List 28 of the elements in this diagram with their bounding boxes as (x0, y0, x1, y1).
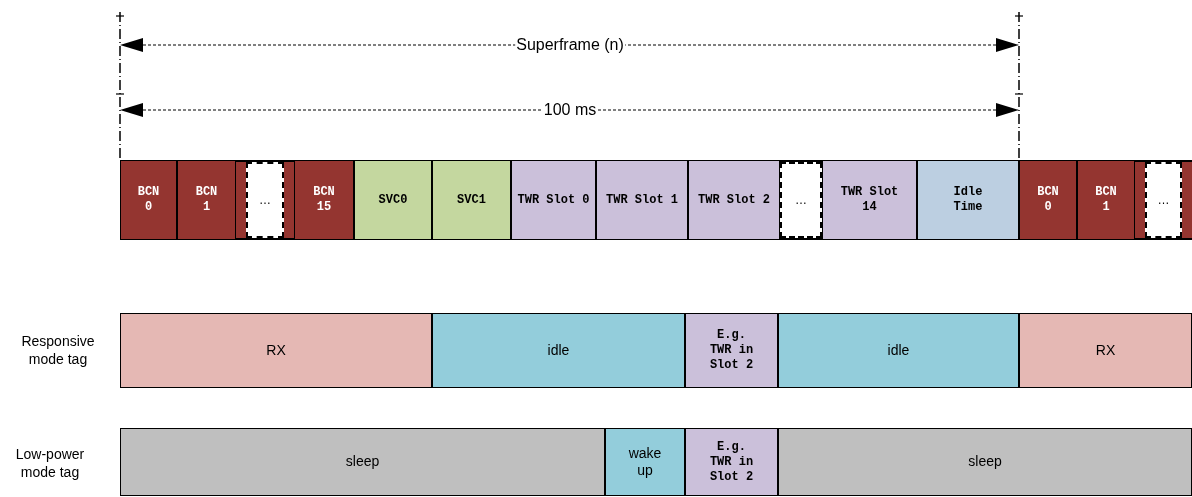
row-label: Responsive mode tag (20, 333, 96, 368)
twr-slot: E.g. TWR in Slot 2 (685, 428, 778, 496)
row-label: Low-power mode tag (14, 446, 86, 481)
twr-slot: TWR Slot 1 (596, 160, 688, 240)
beacon-slot: BCN 1 (1077, 160, 1135, 240)
twr-slot: TWR Slot 0 (511, 160, 596, 240)
rx-period: RX (1019, 313, 1192, 388)
service-slot: SVC0 (354, 160, 432, 240)
idle-period: idle (432, 313, 685, 388)
service-slot: SVC1 (432, 160, 511, 240)
ellipsis-slot: … (780, 162, 822, 238)
rx-period: RX (120, 313, 432, 388)
twr-slot: TWR Slot 14 (822, 160, 917, 240)
idle-time-slot: Idle Time (917, 160, 1019, 240)
beacon-slot: BCN 1 (177, 160, 236, 240)
ellipsis-slot: … (246, 162, 284, 238)
ellipsis-slot: … (1145, 162, 1182, 238)
twr-slot: E.g. TWR in Slot 2 (685, 313, 778, 388)
beacon-slot: BCN 15 (294, 160, 354, 240)
dimension-label: Superframe (n) (515, 37, 625, 53)
wake-up-period: wake up (605, 428, 685, 496)
sleep-period: sleep (778, 428, 1192, 496)
idle-period: idle (778, 313, 1019, 388)
beacon-slot: BCN 0 (1019, 160, 1077, 240)
twr-slot: TWR Slot 2 (688, 160, 780, 240)
dimension-label: 100 ms (542, 102, 598, 118)
beacon-slot: BCN 0 (120, 160, 177, 240)
sleep-period: sleep (120, 428, 605, 496)
